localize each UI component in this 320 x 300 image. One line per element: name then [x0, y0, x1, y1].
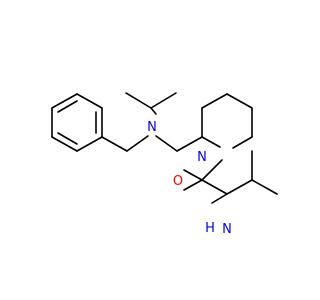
structure-canvas: N N O H N [51, 92, 278, 237]
bond [101, 136, 128, 152]
bond [201, 179, 228, 195]
bond [150, 107, 157, 115]
bond [201, 93, 228, 109]
molecule-drawing: N N O H N [51, 92, 278, 237]
atom-label-n-amino: N [222, 222, 232, 237]
bond [201, 136, 221, 148]
atom-label-n-piperidine: N [197, 150, 207, 165]
bond [76, 93, 103, 109]
bond [251, 179, 278, 195]
atom-label-h: H [205, 221, 215, 236]
double-bond [57, 100, 78, 113]
bond [51, 93, 78, 109]
bond [201, 159, 223, 181]
bond [176, 136, 203, 152]
bond [126, 135, 149, 152]
bond [125, 92, 152, 109]
bond [226, 179, 253, 195]
bond [155, 135, 178, 152]
bond [76, 136, 103, 152]
double-bond [183, 179, 203, 191]
double-bond [183, 169, 203, 181]
bond [150, 92, 177, 109]
bond [226, 93, 253, 109]
atom-label-n-amine: N [147, 120, 157, 135]
double-bond [57, 132, 78, 145]
atom-label-o: O [173, 174, 183, 189]
bond [232, 136, 253, 149]
piperidine-ring [201, 93, 253, 149]
bond [51, 136, 78, 152]
benzene-ring [51, 93, 103, 152]
bond [211, 193, 228, 204]
